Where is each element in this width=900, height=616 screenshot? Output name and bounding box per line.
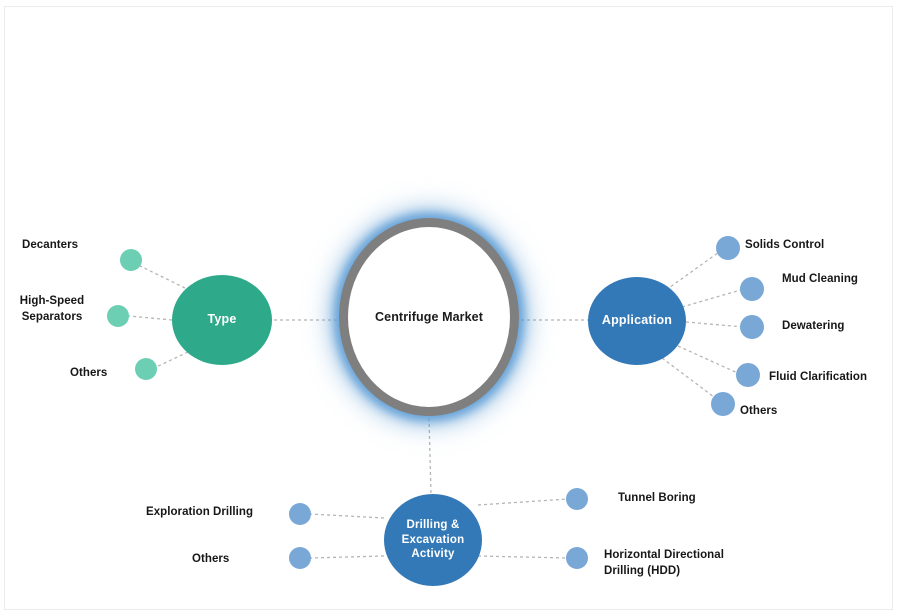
link-application-fluid-clarification [677,345,743,376]
leaf-dot-drilling-others[interactable] [289,547,311,569]
link-type-others [151,351,189,370]
leaf-dot-dewatering[interactable] [740,315,764,339]
hub-node-drilling-excavation-activity[interactable]: Drilling & Excavation Activity [384,494,482,586]
link-drilling-hdd [477,555,569,559]
core-node-label: Centrifuge Market [375,309,483,324]
leaf-dot-high-speed-separators[interactable] [107,305,129,327]
leaf-label-exploration-drilling: Exploration Drilling [146,506,254,518]
hub-node-label-application: Application [601,313,673,328]
leaf-dot-mud-cleaning[interactable] [740,277,764,301]
leaf-dot-exploration-drilling[interactable] [289,503,311,525]
link-application-others [661,357,723,404]
hub-node-type[interactable]: Type [172,275,272,365]
link-type-highspeed [128,315,173,321]
leaf-label-decanters: Decanters [22,239,79,251]
leaf-dot-tunnel-boring[interactable] [566,488,588,510]
leaf-label-dewatering: Dewatering [782,320,845,332]
link-drilling-exploration [309,513,385,519]
hub-node-application[interactable]: Application [588,277,686,365]
link-application-dewatering [685,321,745,328]
link-application-solids-control [665,249,723,291]
leaf-dot-type-others[interactable] [135,358,157,380]
link-type-decanters [135,263,186,289]
leaf-dot-decanters[interactable] [120,249,142,271]
leaf-label-type-others: Others [70,367,108,379]
leaf-label-solids-control: Solids Control [745,239,825,251]
leaf-label-tunnel-boring: Tunnel Boring [618,492,696,504]
leaf-label-drilling-others: Others [192,553,230,565]
core-node-centrifuge-market[interactable]: Centrifuge Market [339,218,519,416]
hub-node-label-type: Type [207,312,237,327]
link-drilling-others [309,555,385,559]
leaf-label-mud-cleaning: Mud Cleaning [782,273,858,285]
leaf-dot-fluid-clarification[interactable] [736,363,760,387]
leaf-label-hdd: Horizontal Directional Drilling (HDD) [604,549,724,577]
link-core-drilling [428,417,432,495]
leaf-label-fluid-clarification: Fluid Clarification [769,371,868,383]
leaf-dot-hdd[interactable] [566,547,588,569]
link-application-mud-cleaning [681,288,745,308]
leaf-dot-solids-control[interactable] [716,236,740,260]
leaf-dot-application-others[interactable] [711,392,735,416]
leaf-label-high-speed-separators: High-Speed Separators [19,295,85,323]
link-drilling-tunnel-boring [477,498,569,506]
hub-node-label-drilling: Drilling & Excavation Activity [401,518,465,561]
leaf-label-application-others: Others [740,405,778,417]
